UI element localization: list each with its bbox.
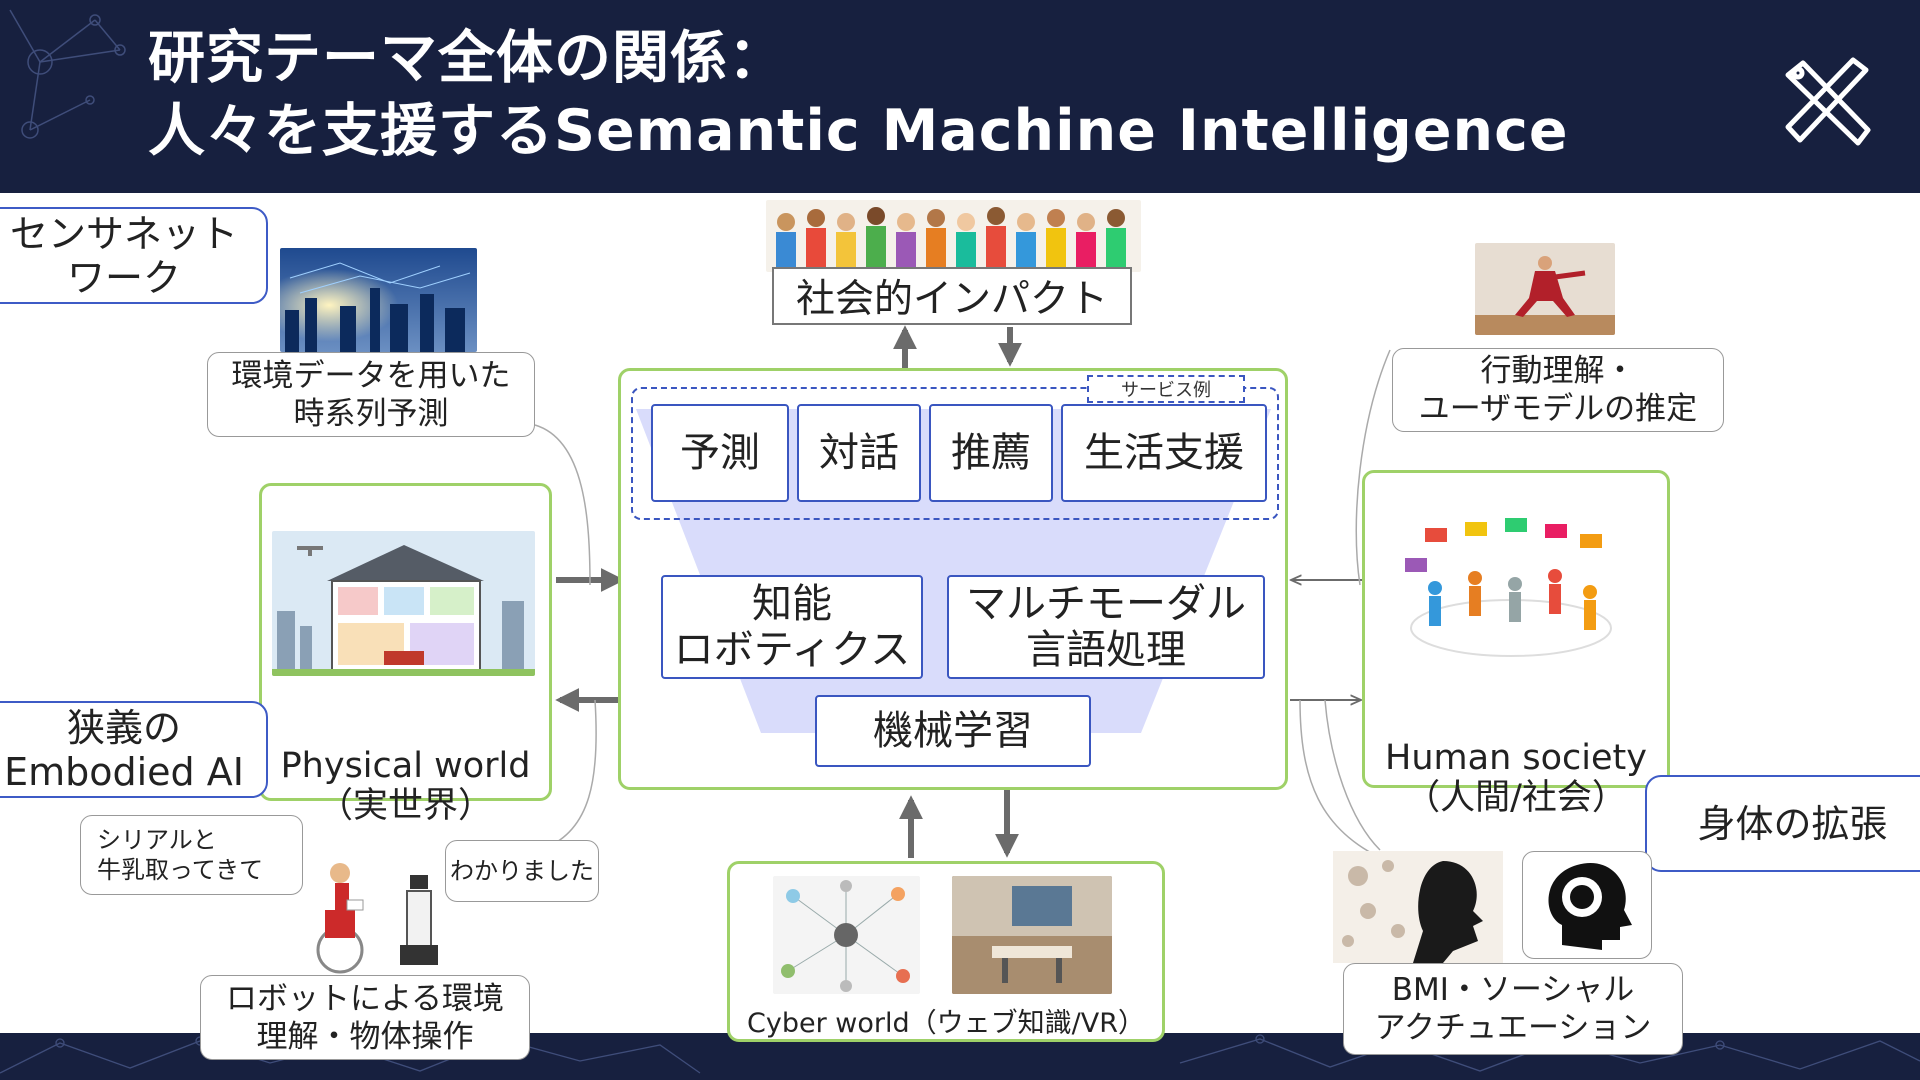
brand-logo-icon: [1785, 57, 1871, 146]
social-impact-box: 社会的インパクト: [772, 267, 1132, 325]
crowd-image: [766, 200, 1141, 272]
service-life-support: 生活支援: [1061, 404, 1267, 502]
service-forecast: 予測: [651, 404, 789, 502]
intelligent-robotics-label: 知能 ロボティクス: [673, 581, 911, 673]
narrow-embodied-ai-label: 狭義の Embodied AI: [0, 701, 268, 798]
cyber-network-image: [773, 876, 920, 994]
kungfu-image: [1475, 243, 1615, 335]
multimodal-nlp-label: マルチモーダル 言語処理: [966, 581, 1246, 673]
brain-head-bubble: [1522, 851, 1652, 959]
human-society-label: Human society （人間/社会）: [1365, 698, 1667, 818]
bmi-text: BMI・ソーシャル アクチュエーション: [1374, 972, 1652, 1046]
service-example-tag: サービス例: [1087, 375, 1245, 403]
title-line-1: 研究テーマ全体の関係：: [148, 25, 786, 91]
human-society-text: Human society （人間/社会）: [1385, 738, 1647, 818]
title-line-2: 人々を支援するSemantic Machine Intelligence: [148, 98, 1569, 164]
bmi-image: [1333, 851, 1503, 963]
sensor-network-text: センサネット ワーク: [9, 211, 238, 300]
house-image: [272, 531, 535, 676]
bmi-bubble: BMI・ソーシャル アクチュエーション: [1343, 963, 1683, 1055]
physical-world-text: Physical world （実世界）: [280, 746, 531, 826]
physical-world-label: Physical world （実世界）: [262, 706, 549, 826]
service-example-label: サービス例: [1121, 380, 1211, 401]
sensor-network-label: センサネット ワーク: [0, 207, 268, 304]
service-life-support-label: 生活支援: [1084, 430, 1244, 476]
intelligent-robotics-box: 知能 ロボティクス: [661, 575, 923, 679]
machine-learning-label: 機械学習: [873, 708, 1033, 754]
speech-reply-text: わかりました: [450, 857, 594, 885]
cyber-world-label: Cyber world（ウェブ知識/VR）: [730, 1001, 1162, 1040]
service-dialogue: 対話: [797, 404, 921, 502]
robot-manip-text: ロボットによる環境 理解・物体操作: [225, 980, 505, 1055]
network-deco-icon: [9, 9, 126, 139]
social-impact-label: 社会的インパクト: [795, 277, 1108, 322]
machine-learning-box: 機械学習: [815, 695, 1091, 767]
center-box: サービス例 予測 対話 推薦 生活支援 知能 ロボティクス マルチモーダル 言語…: [618, 368, 1288, 790]
service-recommend: 推薦: [929, 404, 1053, 502]
robot-wheelchair-image: [295, 855, 455, 975]
speech-request-text: シリアルと 牛乳取ってきて: [97, 826, 264, 884]
brain-head-icon: [1548, 863, 1632, 950]
physical-world-box: Physical world （実世界）: [259, 483, 552, 826]
service-example-group: [631, 387, 1279, 520]
env-forecast-text: 環境データを用いた 時系列予測: [231, 357, 511, 432]
speech-reply-bubble: わかりました: [445, 840, 599, 902]
city-image: [280, 248, 477, 352]
body-extension-text: 身体の拡張: [1697, 801, 1888, 846]
narrow-embodied-ai-text: 狭義の Embodied AI: [4, 705, 244, 794]
speech-request-bubble: シリアルと 牛乳取ってきて: [80, 815, 303, 895]
multimodal-nlp-box: マルチモーダル 言語処理: [947, 575, 1265, 679]
service-dialogue-label: 対話: [819, 430, 899, 476]
robot-manip-bubble: ロボットによる環境 理解・物体操作: [200, 975, 530, 1060]
service-forecast-label: 予測: [680, 430, 760, 476]
social-network-image: [1395, 518, 1627, 668]
human-society-box: Human society （人間/社会）: [1362, 470, 1670, 818]
cyber-world-text: Cyber world（ウェブ知識/VR）: [747, 1008, 1145, 1039]
vr-room-image: [952, 876, 1112, 994]
body-extension-label: 身体の拡張: [1645, 775, 1920, 872]
behavior-model-text: 行動理解・ ユーザモデルの推定: [1418, 353, 1698, 427]
env-forecast-bubble: 環境データを用いた 時系列予測: [207, 352, 535, 437]
cyber-world-box: Cyber world（ウェブ知識/VR）: [727, 861, 1165, 1042]
header-bar: 研究テーマ全体の関係： 人々を支援するSemantic Machine Inte…: [0, 0, 1920, 193]
behavior-model-bubble: 行動理解・ ユーザモデルの推定: [1392, 348, 1724, 432]
page-title: 研究テーマ全体の関係： 人々を支援するSemantic Machine Inte…: [148, 22, 1569, 168]
service-recommend-label: 推薦: [951, 430, 1031, 476]
